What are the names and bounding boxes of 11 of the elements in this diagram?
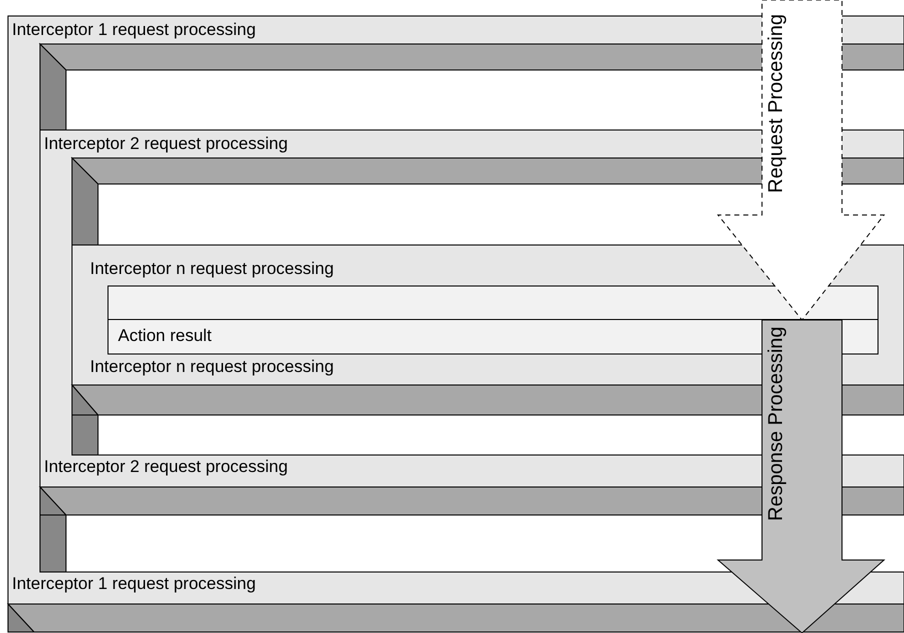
arrow-label: Response Processing xyxy=(766,326,788,524)
arrow-label: Request Processing xyxy=(766,14,788,196)
down-arrow xyxy=(718,320,884,633)
box-label: Action result xyxy=(118,326,212,346)
layer-label: Interceptor n request processing xyxy=(90,357,334,377)
down-arrow xyxy=(718,0,884,320)
layer-label: Interceptor 1 request processing xyxy=(12,574,256,594)
layer-label: Interceptor 1 request processing xyxy=(12,20,256,40)
layer-label: Interceptor n request processing xyxy=(90,259,334,279)
layer-label: Interceptor 2 request processing xyxy=(44,457,288,477)
layer-label: Interceptor 2 request processing xyxy=(44,134,288,154)
